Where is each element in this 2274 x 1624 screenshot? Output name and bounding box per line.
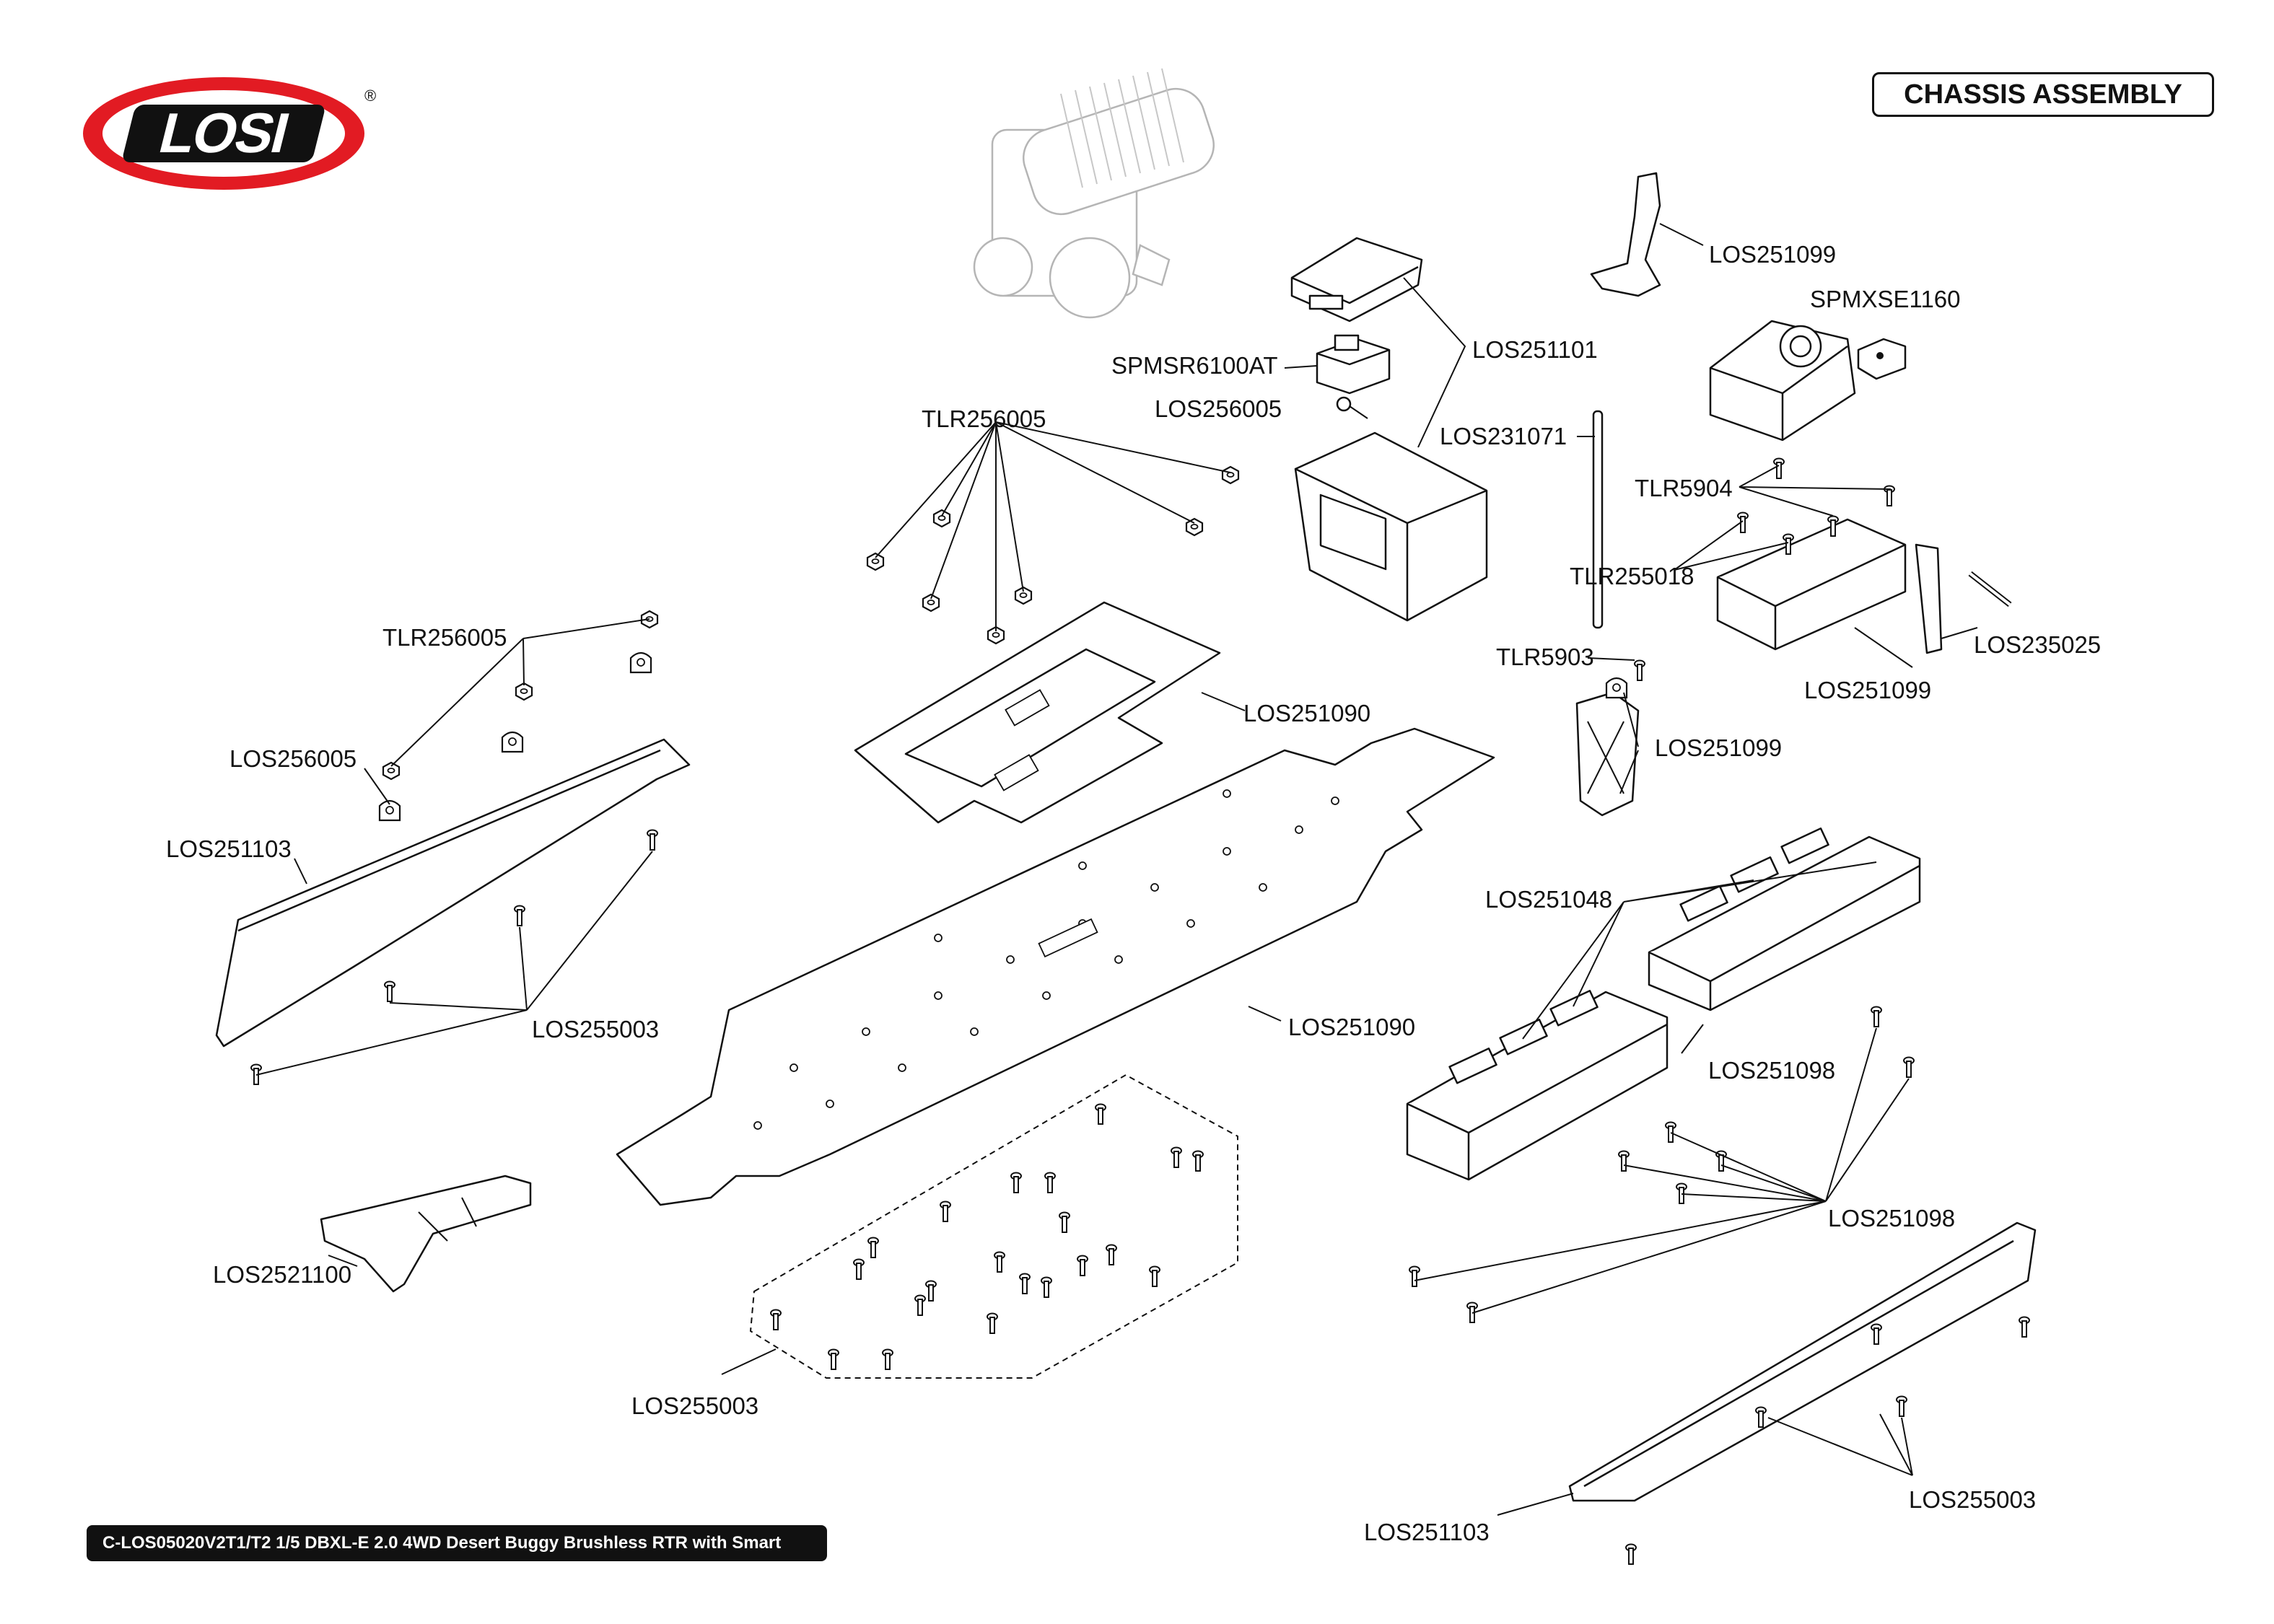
callout-los251099-top: LOS251099: [1709, 241, 1836, 268]
body-clip: [1336, 396, 1368, 419]
callout-spmxse1160: SPMXSE1160: [1810, 286, 1961, 312]
callout-los255003-right: LOS255003: [1909, 1486, 2036, 1513]
motor-gearbox-faint: [973, 68, 1215, 319]
callout-tlr255018: TLR255018: [1570, 563, 1694, 589]
callout-spmsr6100at: SPMSR6100AT: [1111, 352, 1277, 379]
callout-tlr256005-left: TLR256005: [382, 624, 507, 651]
esc-tray: [1716, 518, 1907, 651]
front-brace: [320, 1175, 532, 1293]
callout-los251048: LOS251048: [1485, 886, 1612, 913]
losi-logo: LOSI ®: [83, 77, 376, 190]
callout-los251101: LOS251101: [1472, 336, 1598, 363]
page-title: CHASSIS ASSEMBLY: [1872, 72, 2214, 117]
callout-los251090-deck: LOS251090: [1243, 700, 1370, 727]
callout-los231071: LOS231071: [1440, 423, 1567, 449]
callout-los255003-bottom: LOS255003: [631, 1392, 758, 1419]
callout-labels: LOS251099 SPMXSE1160 LOS251101 SPMSR6100…: [166, 241, 2101, 1545]
antenna-tube: [1592, 410, 1604, 629]
leader-lines: [255, 223, 1978, 1516]
receiver-box-lid: [1290, 237, 1423, 322]
callout-los256005-left: LOS256005: [229, 745, 357, 772]
side-guard-right: [1568, 1221, 2037, 1502]
chassis-post: [1575, 677, 1640, 817]
hardware-group-box: [749, 1074, 1238, 1379]
callout-los251090-chassis: LOS251090: [1288, 1014, 1415, 1040]
callout-los251098-tray: LOS251098: [1708, 1057, 1835, 1084]
callout-los251099-post: LOS251099: [1655, 734, 1782, 761]
svg-text:LOSI: LOSI: [153, 101, 294, 164]
callout-tlr256005-top: TLR256005: [922, 405, 1046, 432]
callout-los235025: LOS235025: [1974, 631, 2101, 658]
receiver-box: [1294, 431, 1488, 622]
callout-los251098-screws: LOS251098: [1828, 1205, 1955, 1232]
callout-los2521100: LOS2521100: [213, 1261, 351, 1288]
callout-los256005-top: LOS256005: [1155, 395, 1282, 422]
pin-los235025: [1968, 571, 2012, 607]
esc-unit: [1709, 320, 1907, 442]
trademark-symbol: ®: [364, 87, 376, 105]
steering-post: [1590, 172, 1661, 297]
callout-tlr5904: TLR5904: [1635, 475, 1733, 501]
callout-los251099-strap: LOS251099: [1804, 677, 1931, 703]
footer-product-bar: C-LOS05020V2T1/T2 1/5 DBXL-E 2.0 4WD Des…: [87, 1525, 827, 1561]
esc-strap: [1915, 543, 1943, 654]
top-deck-plate: [854, 601, 1221, 824]
receiver: [1316, 334, 1391, 395]
callout-los251103-right: LOS251103: [1364, 1519, 1490, 1545]
callout-tlr5903: TLR5903: [1496, 644, 1594, 670]
battery-tray-rear: [1648, 828, 1921, 1011]
side-guard-left: [215, 738, 691, 1048]
callout-los255003-left: LOS255003: [532, 1016, 659, 1043]
main-chassis-plate: [616, 727, 1495, 1206]
callout-los251103-left: LOS251103: [166, 835, 292, 862]
